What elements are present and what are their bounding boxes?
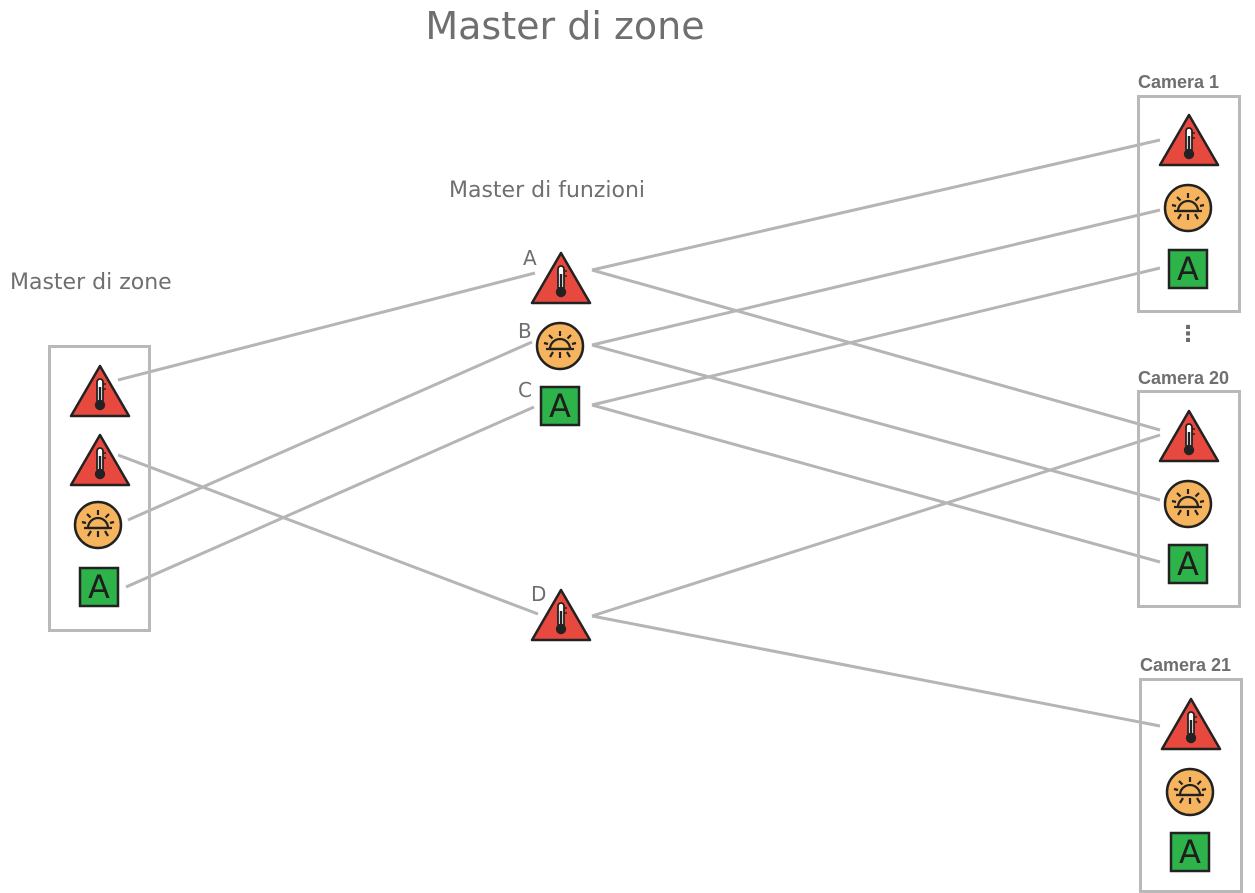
letter-a-icon: A (1167, 543, 1209, 585)
thermometer-alarm-icon (529, 587, 593, 643)
letter-a-icon: A (1169, 831, 1211, 873)
letter-a-icon: A (539, 385, 581, 427)
connector-line (591, 614, 1161, 728)
zone-master-label: Master di zone (10, 270, 172, 295)
node-letter-b: B (518, 319, 532, 343)
letter-a-icon: A (1167, 248, 1209, 290)
thermometer-alarm-icon (1157, 408, 1221, 464)
node-letter-a: A (523, 246, 537, 270)
room-box-camera-20 (1137, 390, 1241, 608)
connector-line (117, 453, 539, 616)
room-label-camera-21: Camera 21 (1140, 655, 1232, 675)
node-letter-d: D (531, 582, 547, 606)
sun-gear-icon (73, 500, 123, 550)
sun-gear-icon (1163, 479, 1213, 529)
thermometer-alarm-icon (529, 250, 593, 306)
room-label-camera-1: Camera 1 (1138, 72, 1220, 92)
page-title: Master di zone (425, 4, 705, 48)
connector-line (117, 271, 536, 382)
function-master-label: Master di funzioni (449, 178, 646, 203)
ellipsis-dots: ⋮ (1177, 322, 1199, 347)
connector-line (591, 208, 1161, 347)
room-label-camera-20: Camera 20 (1138, 368, 1230, 388)
thermometer-alarm-icon (68, 363, 132, 419)
connector-line (591, 433, 1161, 618)
connector-line (591, 266, 1161, 407)
thermometer-alarm-icon (68, 432, 132, 488)
room-box-camera-1 (1137, 95, 1241, 313)
connector-line (127, 340, 533, 522)
connector-line (591, 403, 1161, 564)
zone-master-box (48, 345, 151, 632)
room-box-camera-21 (1139, 678, 1243, 893)
sun-gear-icon (1163, 183, 1213, 233)
connector-line (125, 405, 535, 589)
thermometer-alarm-icon (1157, 112, 1221, 168)
connector-line (591, 138, 1161, 272)
connector-line (591, 268, 1161, 432)
sun-gear-icon (1165, 767, 1215, 817)
node-letter-c: C (518, 378, 532, 402)
thermometer-alarm-icon (1159, 696, 1223, 752)
connector-line (591, 343, 1161, 502)
letter-a-icon: A (78, 566, 120, 608)
sun-gear-icon (535, 321, 585, 371)
